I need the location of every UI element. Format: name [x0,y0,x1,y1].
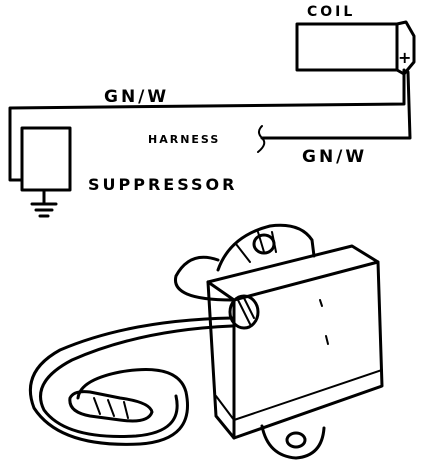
lead-grommet [228,294,260,330]
coiled-lead-inner [39,324,234,438]
lead-connector [68,390,154,423]
wire-top-label: GN/W [104,87,169,107]
unit-markings [319,299,329,345]
wire-gn-w-top [8,68,406,182]
coiled-lead [28,316,234,446]
mounting-bracket-top [216,223,316,272]
ground-icon [30,202,58,218]
coil: COIL + [295,4,416,76]
suppressor-label: SUPPRESSOR [88,175,237,194]
suppressor: SUPPRESSOR [20,126,237,218]
upper-lead [174,255,234,302]
mounting-hole-top [252,233,276,255]
wire-gn-w-harness [260,70,412,140]
mounting-bracket-bottom [260,424,326,460]
mounting-hole-bottom [285,431,307,449]
wiring [8,68,412,182]
suppressor-body [20,126,72,192]
connector-ribs [93,397,129,419]
unit-top-edge [206,260,380,302]
harness-label: HARNESS [148,133,220,146]
coil-label: COIL [307,4,355,20]
unit-lower-band [215,369,383,421]
coil-body [295,22,399,72]
wire-harness-label: GN/W [302,147,367,167]
coil-positive-terminal: + [398,48,411,67]
grommet-hatching [237,297,255,325]
harness-connector [257,125,266,153]
suppressor-illustration [28,223,384,460]
unit-body [206,244,384,440]
